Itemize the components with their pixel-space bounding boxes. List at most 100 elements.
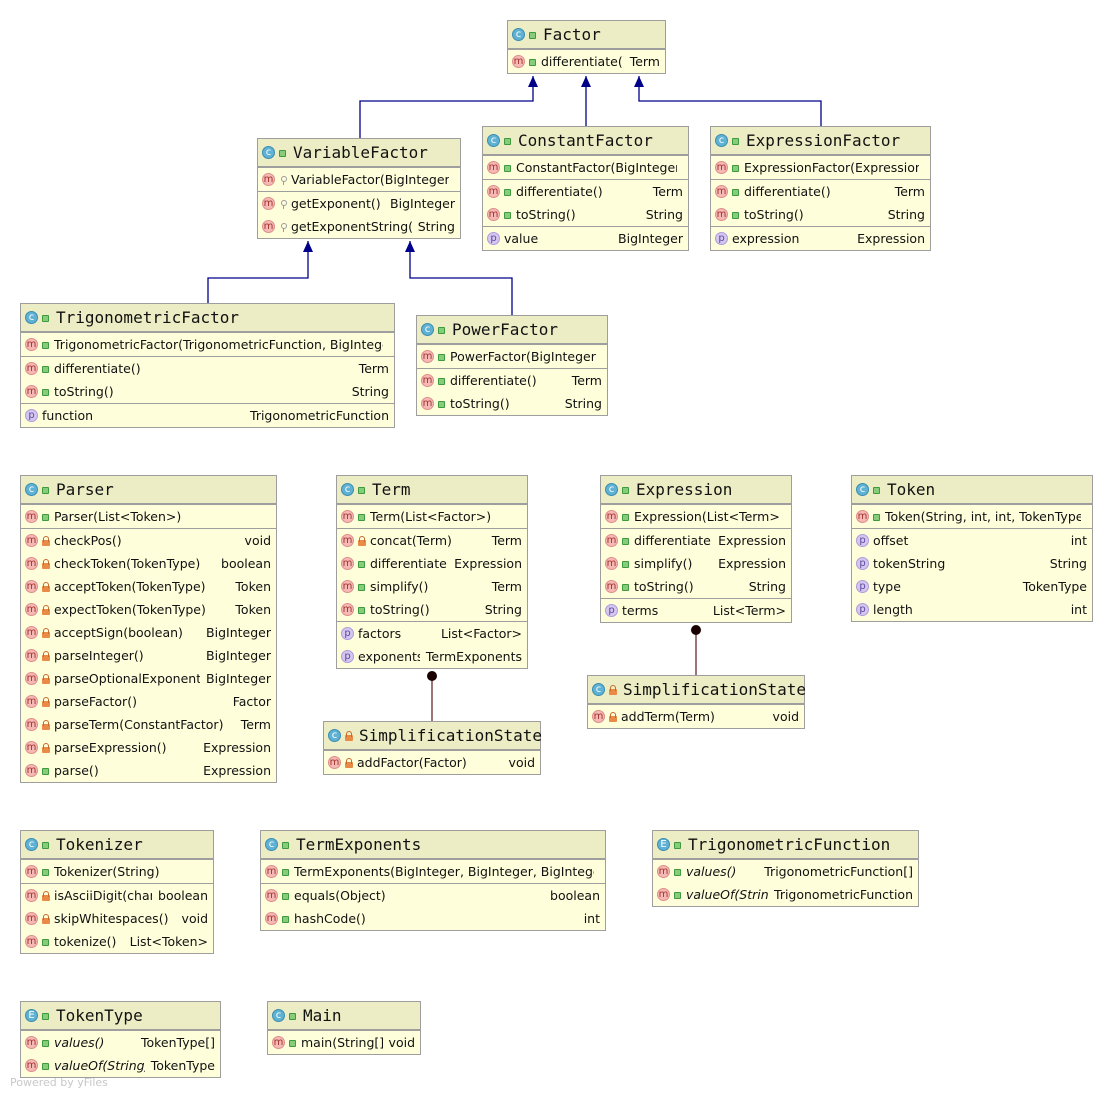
member-name: isAsciiDigit(char)	[54, 888, 153, 903]
member-type: String	[887, 207, 925, 222]
member-name: differentiate()	[744, 184, 831, 199]
member-name: addTerm(Term)	[621, 709, 715, 724]
public-visibility-icon	[358, 605, 366, 615]
member-name: toString()	[450, 396, 510, 411]
member-type: Term	[894, 184, 925, 199]
class-name: TrigonometricFactor	[56, 308, 240, 327]
public-visibility-icon	[282, 840, 290, 850]
enum-icon: E	[25, 1009, 38, 1022]
member-name: acceptToken(TokenType)	[54, 579, 206, 594]
member-name: terms	[622, 603, 659, 618]
member-type: Term	[491, 533, 522, 548]
method-icon: m	[487, 161, 500, 174]
method-icon: m	[25, 718, 38, 731]
public-visibility-icon	[438, 325, 446, 335]
member-type: Expression	[454, 556, 522, 571]
public-visibility-icon	[358, 485, 366, 495]
public-visibility-icon	[358, 512, 366, 522]
